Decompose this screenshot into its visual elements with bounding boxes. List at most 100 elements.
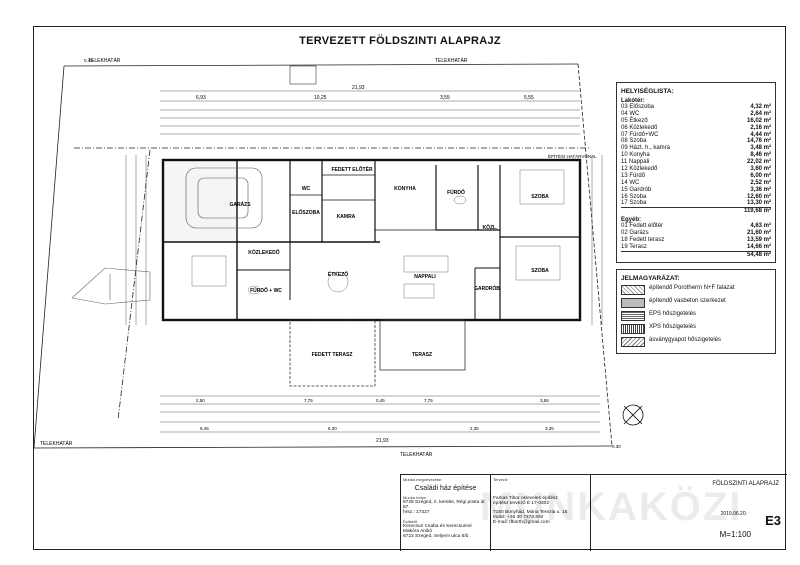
dim-bottom-7: 6,30 xyxy=(328,426,337,431)
title-block-designer-cell: Tervező: Farkas Tibor okleveles építész … xyxy=(491,475,591,551)
room-kozl: KÖZL. xyxy=(483,224,499,231)
sheet-scale: M=1:100 xyxy=(719,530,751,539)
property-lines xyxy=(33,63,613,449)
dim-bottom-1: 2,50 xyxy=(196,398,205,403)
drawing-frame xyxy=(33,26,786,550)
room-nappali: NAPPALI xyxy=(414,274,436,280)
dim-bottom-5: 3,55 xyxy=(540,398,549,403)
room-furdo: FÜRDŐ xyxy=(447,189,465,196)
dim-bottom-4: 7,75 xyxy=(424,398,433,403)
designer-phone: mobil: +36 30 7373 492 xyxy=(493,515,544,520)
dim-top-4: 5,55 xyxy=(524,95,534,101)
room-fedett-eloter: FEDETT ELŐTÉR xyxy=(331,165,373,173)
dimension-lines-bottom xyxy=(160,395,600,433)
room-kozlekedo: KÖZLEKEDŐ xyxy=(248,249,280,256)
title-block: Munka megnevezése: Családi ház építése M… xyxy=(400,474,787,551)
property-line-top xyxy=(63,63,579,67)
client-address: 6723 Szeged, Selyem utca 6/b. xyxy=(403,534,470,539)
dimension-lines-top xyxy=(160,90,580,135)
dim-bottom-9: 3,35 xyxy=(545,426,554,431)
xps-swatch-icon xyxy=(621,323,645,334)
sheet-number: E3 xyxy=(765,513,781,528)
dim-top-1: 6,93 xyxy=(196,95,206,101)
designer-address: 7150 Bonyhád, Mária Terezia u. 15. xyxy=(493,510,569,515)
telekhatar-label-1: TELEKHATÁR xyxy=(88,57,121,64)
dim-bottom-3: 0,45 xyxy=(376,398,385,403)
dim-bottom-2: 7,75 xyxy=(304,398,313,403)
room-wc: WC xyxy=(302,186,311,192)
asvanygyapot-swatch-icon xyxy=(621,336,645,347)
room-garazs: GARÁZS xyxy=(229,201,251,208)
sheet-name: FÖLDSZINTI ALAPRAJZ xyxy=(712,481,779,487)
legend-box: JELMAGYARÁZAT: építendő Porotherm N+F fa… xyxy=(616,268,776,354)
watermark: MUNKAKÖZI xyxy=(480,485,743,529)
property-line-bottom xyxy=(33,445,613,449)
client-name: Kerecsuri Csaba és Kerecsuriné Makóra An… xyxy=(403,524,472,534)
legend-item-porotherm: építendő Porotherm N+F falazat xyxy=(621,284,771,295)
building-walls xyxy=(161,158,582,322)
telekhatar-label-2: TELEKHATÁR xyxy=(435,57,468,64)
project-hrsz: hrsz.: 17327 xyxy=(403,510,430,515)
designer-name: Farkas Tibor okleveles építész xyxy=(493,496,558,501)
room-gardrob: GARDRÓB xyxy=(474,284,500,292)
telekhatar-label-3: TELEKHATÁR xyxy=(40,440,73,447)
elevation-top-label: 0.40 xyxy=(84,58,93,63)
furniture xyxy=(191,169,565,299)
room-list-heading: HELYISÉGLISTA: xyxy=(621,88,674,95)
north-arrow-icon xyxy=(622,404,644,426)
dim-total-bottom: 21,93 xyxy=(376,438,389,444)
gate-box xyxy=(289,65,317,85)
room-szoba-17: SZOBA xyxy=(531,268,549,274)
room-eloszoba: ELŐSZOBA xyxy=(292,209,320,216)
room-furdo-wc: FÜRDŐ + WC xyxy=(250,287,282,294)
legend-item-asvanygyapot: ásványgyapot hőszigetelés xyxy=(621,336,771,347)
elevation-bottom-label: 0.30 xyxy=(612,444,621,449)
legend-item-xps: XPS hőszigetelés xyxy=(621,323,771,334)
terasz-outline xyxy=(379,319,466,371)
project-location: 6728 Szeged, II. kerület, Régi posta út … xyxy=(403,500,485,510)
room-konyha: KONYHA xyxy=(394,186,416,192)
car-outside xyxy=(71,267,151,305)
designer-title: építész tervező É 17-0302 xyxy=(493,501,549,506)
drawing-title: TERVEZETT FÖLDSZINTI ALAPRAJZ xyxy=(299,35,501,47)
building-line-label: ÉPÍTÉSI HATÁRVONAL xyxy=(548,153,597,159)
eps-swatch-icon xyxy=(621,310,645,321)
legend-heading: JELMAGYARÁZAT: xyxy=(621,274,680,282)
room-etkezo: ÉTKEZŐ xyxy=(328,270,348,278)
dimension-lines-left xyxy=(125,155,603,325)
room-szoba-16: SZOBA xyxy=(531,194,549,200)
vasbeton-swatch-icon xyxy=(621,297,645,308)
room-total-living: 119,68 m² xyxy=(621,207,771,215)
property-line-left xyxy=(33,65,65,449)
dim-bottom-8: 2,35 xyxy=(470,426,479,431)
title-block-sheet-cell: FÖLDSZINTI ALAPRAJZ 2019.06.20. M=1:100 … xyxy=(591,475,787,551)
sheet-date: 2019.06.20. xyxy=(720,511,747,517)
designer-email: E-mail: tfborth@gmail.com xyxy=(493,520,550,525)
legend-item-vasbeton: építendő vasbeton szerkezet xyxy=(621,297,771,308)
project-name: Családi ház építése xyxy=(414,485,477,492)
room-fedett-terasz: FEDETT TERASZ xyxy=(312,352,353,358)
room-terasz: TERASZ xyxy=(412,352,432,358)
dim-total-top: 21,93 xyxy=(352,85,365,91)
dim-bottom-6: 6,45 xyxy=(200,426,209,431)
title-block-project-cell: Munka megnevezése: Családi ház építése M… xyxy=(401,475,491,551)
fedett-terasz-outline xyxy=(289,319,376,387)
